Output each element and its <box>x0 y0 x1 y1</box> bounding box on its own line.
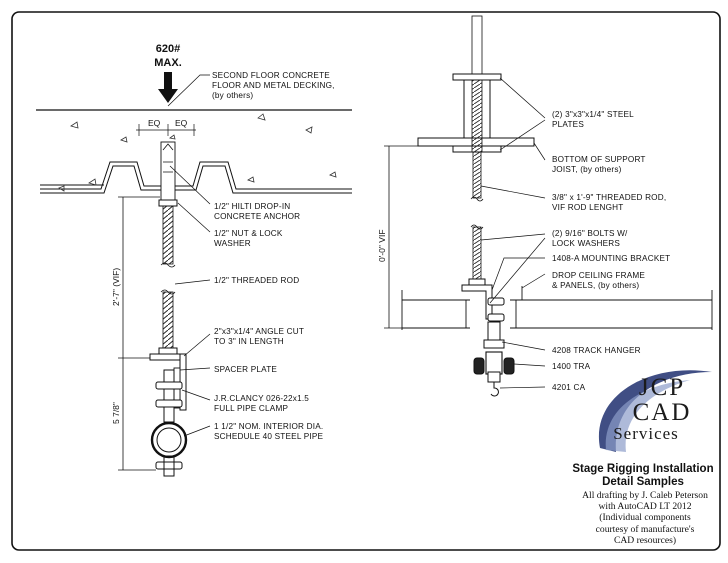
clamp-bolt-a <box>155 381 183 390</box>
steel-plate-top <box>452 73 502 81</box>
credit-line-3: (Individual components <box>599 512 691 524</box>
load-rating-max: MAX. <box>154 57 182 69</box>
rod-nut <box>158 347 178 355</box>
bracket-bolt-b <box>487 313 505 322</box>
right-detail: 0'-0" VIF (2) 3"x3"x1/4" STEEL PLATES BO… <box>377 15 713 397</box>
logo-line-3: Services <box>613 424 679 443</box>
label-ceiling-1: DROP CEILING FRAME <box>552 271 645 280</box>
rod-break-upper <box>160 262 176 268</box>
label-bolts-1: (2) 9/16" BOLTS W/ <box>552 229 628 238</box>
threaded-rod-right-lower <box>472 226 482 280</box>
label-carrier: 4201 CA <box>552 383 586 392</box>
label-angle-2: TO 3" IN LENGTH <box>214 337 284 346</box>
drop-ceiling <box>401 286 713 330</box>
track-wheel-left <box>473 357 485 375</box>
title-line-2: Detail Samples <box>602 476 684 488</box>
label-track: 1400 TRA <box>552 362 591 371</box>
threaded-rod-upper <box>162 205 174 265</box>
concrete-aggregate <box>58 113 337 192</box>
title-block: Stage Rigging Installation Detail Sample… <box>563 463 723 489</box>
label-clamp-2: FULL PIPE CLAMP <box>214 404 288 413</box>
track-wheel-right <box>503 357 515 375</box>
anchor-nut <box>158 199 178 207</box>
load-rating: 620# <box>156 43 180 55</box>
sheet-border <box>11 11 721 551</box>
right-leaders <box>480 77 546 389</box>
label-slab-1: SECOND FLOOR CONCRETE <box>212 71 330 80</box>
label-plates-2: PLATES <box>552 120 584 129</box>
label-slab-2: FLOOR AND METAL DECKING, <box>212 81 335 90</box>
rod-nut-right <box>468 278 486 286</box>
credit-block: All drafting by J. Caleb Peterson with A… <box>570 490 720 546</box>
label-spacer: SPACER PLATE <box>214 365 277 374</box>
clamp-length-dim: 5 7/8" <box>111 402 121 424</box>
rod-length-dim: 2'-7" (VIF) <box>111 268 121 306</box>
load-arrow-shaft <box>164 72 172 90</box>
label-clamp-1: J.R.CLANCY 026-22x1.5 <box>214 394 309 403</box>
label-pipe-1: 1 1/2" NOM. INTERIOR DIA. <box>214 422 323 431</box>
label-ceiling-2: & PANELS, (by others) <box>552 281 639 290</box>
label-anchor-2: CONCRETE ANCHOR <box>214 212 300 221</box>
left-detail: 620# MAX. EQ EQ <box>36 43 352 477</box>
label-rod-right-2: VIF ROD LENGHT <box>552 203 624 212</box>
credit-line-2: with AutoCAD LT 2012 <box>598 501 692 513</box>
threaded-rod-thru-joist <box>471 79 483 153</box>
track-hanger <box>487 321 501 343</box>
anchor-detail <box>162 143 174 173</box>
clamp-bolt-b <box>155 399 183 408</box>
pipe-clamp-bar <box>163 369 175 423</box>
carrier-hook <box>490 382 499 397</box>
right-rod-dim: 0'-0" VIF <box>377 229 387 262</box>
logo-line-2: CAD <box>633 399 692 426</box>
label-joist-1: BOTTOM OF SUPPORT <box>552 155 646 164</box>
label-slab-3: (by others) <box>212 91 253 100</box>
left-leaders <box>167 74 211 437</box>
logo-swoosh <box>598 370 712 452</box>
logo-swoosh-light <box>605 380 690 452</box>
title-line-1: Stage Rigging Installation <box>572 463 714 475</box>
label-rod: 1/2" THREADED ROD <box>214 276 299 285</box>
label-rod-right-1: 3/8" x 1'-9" THREADED ROD, <box>552 193 666 202</box>
eq-dim-b: EQ <box>175 118 188 128</box>
label-joist-2: JOIST, (by others) <box>552 165 622 174</box>
label-nut-2: WASHER <box>214 239 251 248</box>
credit-line-4: courtesy of manufacture's <box>595 523 695 535</box>
eq-dim-a: EQ <box>148 118 161 128</box>
label-plates-1: (2) 3"x3"x1/4" STEEL <box>552 110 634 119</box>
threaded-rod-lower <box>162 291 174 353</box>
upper-rod <box>471 15 483 75</box>
label-angle-1: 2"x3"x1/4" ANGLE CUT <box>214 327 304 336</box>
label-bracket: 1408-A MOUNTING BRACKET <box>552 254 670 263</box>
label-bolts-2: LOCK WASHERS <box>552 239 620 248</box>
bracket-bolt-a <box>487 297 505 306</box>
label-hanger: 4208 TRACK HANGER <box>552 346 641 355</box>
steel-pipe-inner <box>156 427 182 453</box>
clamp-bolt-c <box>155 461 183 470</box>
carrier-body <box>487 371 501 383</box>
right-rod-break-upper <box>470 196 484 202</box>
label-nut-1: 1/2" NUT & LOCK <box>214 229 283 238</box>
credit-line-1: All drafting by J. Caleb Peterson <box>582 490 708 501</box>
company-logo: JCP CAD Services <box>590 366 712 456</box>
threaded-rod-right-upper <box>472 151 482 199</box>
credit-line-5: CAD resources) <box>613 534 677 546</box>
logo-line-1: JCP <box>639 374 685 401</box>
drop-in-anchor <box>160 141 176 201</box>
label-pipe-2: SCHEDULE 40 STEEL PIPE <box>214 432 324 441</box>
track-hanger-clip <box>483 339 505 349</box>
load-arrow-head <box>158 89 178 103</box>
track-section <box>485 351 503 375</box>
label-anchor-1: 1/2" HILTI DROP-IN <box>214 202 290 211</box>
clamp-bottom-tab <box>163 455 175 477</box>
